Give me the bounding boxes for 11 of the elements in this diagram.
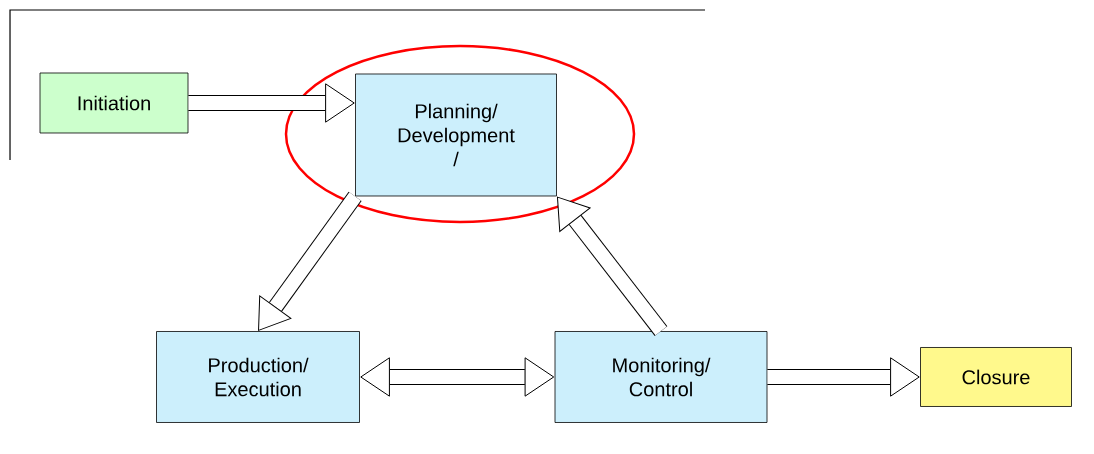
block-arrow [258, 191, 362, 331]
process-box: Initiation [39, 72, 189, 134]
process-box: Planning/ Development / [355, 73, 557, 197]
block-arrow [360, 357, 555, 397]
block-arrow [556, 196, 668, 336]
process-box: Production/ Execution [156, 331, 360, 423]
process-box: Closure [920, 347, 1072, 407]
block-arrow [188, 83, 355, 123]
process-box: Monitoring/ Control [554, 331, 768, 423]
block-arrow [767, 357, 920, 397]
highlight-ellipse [284, 44, 636, 224]
